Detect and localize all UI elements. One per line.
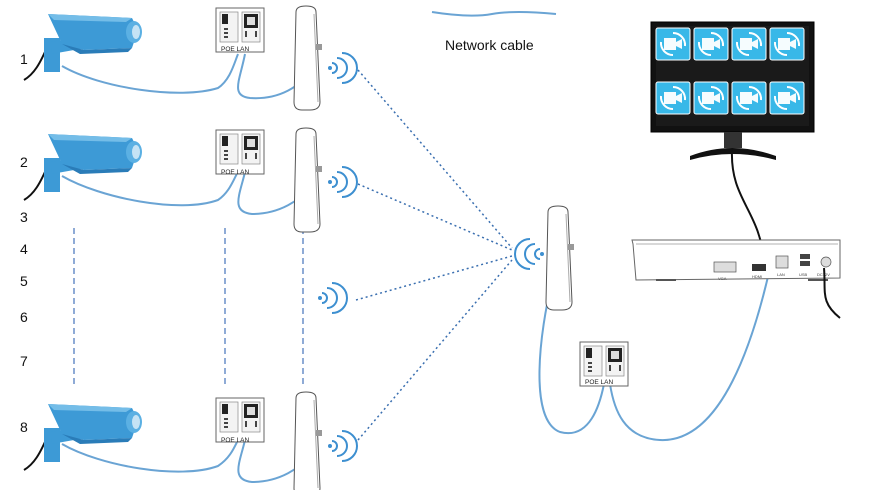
security-camera-icon [23,133,143,201]
camera-number-1: 1 [20,51,28,67]
wireless-bridge-icon [545,205,575,311]
nvr-recorder-icon: VGA HDMI LAN USB DC12V [631,239,841,281]
wifi-signal-icon [317,282,348,314]
wifi-signal-icon [327,52,358,84]
vga-port-label: VGA [718,276,727,281]
wifi-signal-icon [327,430,358,462]
wireless-bridge-icon [293,391,323,490]
wifi-signal-icon [327,166,358,198]
lan-port-label: LAN [777,272,785,277]
usb-port-label: USB [799,272,808,277]
poe-injector-icon [215,397,265,443]
placeholder-dashes [73,228,304,384]
poe-port-label: POE LAN [221,169,249,176]
wireless-bridge-icon [293,127,323,233]
camera-number-7: 7 [20,353,28,369]
monitor-icon [650,21,815,160]
camera-number-3: 3 [20,209,28,225]
camera-number-8: 8 [20,419,28,435]
hdmi-port-label: HDMI [752,274,762,279]
wireless-bridge-icon [293,5,323,111]
network-cable-sample [431,11,557,17]
poe-port-label: POE LAN [585,379,613,386]
wifi-signal-icon [514,238,545,270]
power-cable [823,267,841,319]
poe-port-label: POE LAN [221,437,249,444]
poe-injector-icon [215,129,265,175]
poe-port-label: POE LAN [221,46,249,53]
network-cable-label: Network cable [445,37,534,53]
camera-number-6: 6 [20,309,28,325]
camera-number-5: 5 [20,273,28,289]
security-camera-icon [23,403,143,471]
camera-number-4: 4 [20,241,28,257]
security-camera-icon [23,13,143,81]
wireless-links [355,69,513,441]
camera-number-2: 2 [20,154,28,170]
camera-cables [61,53,771,484]
